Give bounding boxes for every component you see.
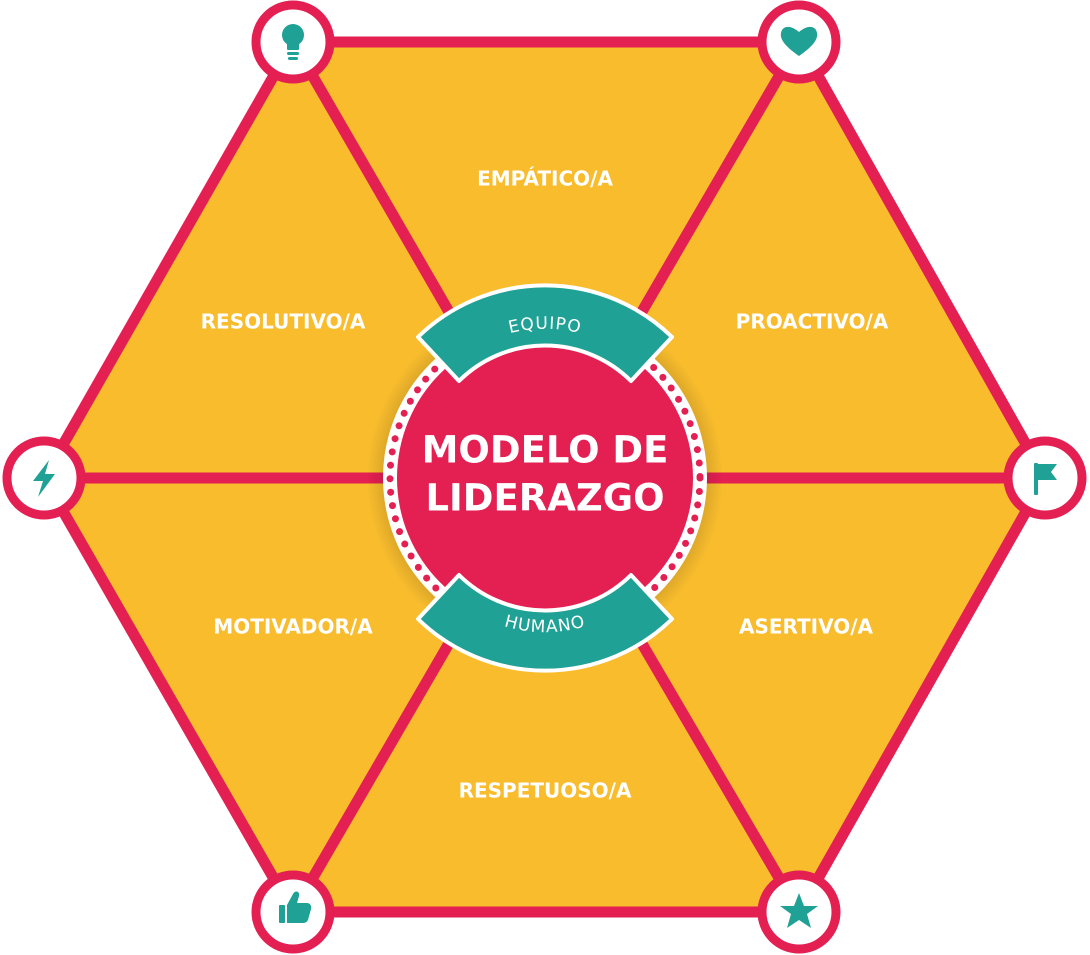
center-title-line1: MODELO DE bbox=[422, 429, 669, 472]
heart-icon bbox=[780, 26, 818, 56]
segment-label-motivador: MOTIVADOR/A bbox=[213, 615, 373, 639]
arc-band-bottom bbox=[416, 573, 674, 673]
segment-label-proactivo: PROACTIVO/A bbox=[736, 310, 889, 334]
vertex-badge-bottom-right bbox=[757, 870, 841, 954]
vertex-badge-top-right bbox=[757, 0, 841, 84]
lightning-icon bbox=[33, 460, 55, 497]
center-title-line2: LIDERAZGO bbox=[425, 477, 664, 520]
vertex-badge-left bbox=[2, 436, 86, 520]
vertex-badge-right bbox=[1003, 436, 1087, 520]
segment-label-asertivo: ASERTIVO/A bbox=[739, 615, 874, 639]
lightbulb-icon bbox=[282, 24, 304, 60]
arc-band-top bbox=[416, 283, 674, 383]
vertex-badge-top-left bbox=[251, 0, 335, 84]
segment-label-empatico: EMPÁTICO/A bbox=[477, 167, 613, 191]
center-disc bbox=[397, 330, 693, 626]
center-hub: EQUIPO HUMANO MODELO DE LIDERAZGO bbox=[367, 283, 723, 673]
segment-label-resolutivo: RESOLUTIVO/A bbox=[201, 310, 366, 334]
thumbs-up-icon bbox=[279, 891, 312, 923]
star-icon bbox=[780, 893, 818, 928]
segment-label-respetuoso: RESPETUOSO/A bbox=[459, 779, 632, 803]
flag-icon bbox=[1034, 463, 1057, 495]
vertex-badge-bottom-left bbox=[251, 870, 335, 954]
